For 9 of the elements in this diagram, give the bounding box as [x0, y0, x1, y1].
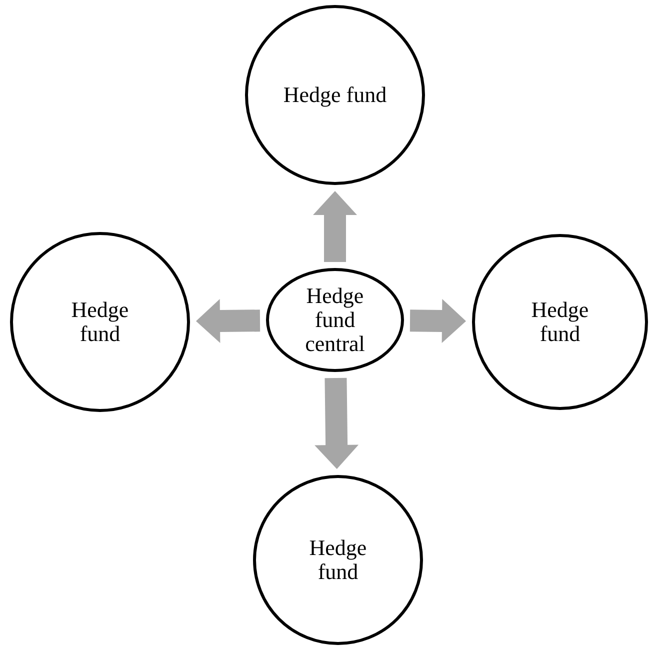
block-arrow	[410, 298, 466, 343]
node-label: Hedge fund	[283, 83, 387, 107]
block-arrow	[314, 378, 359, 469]
block-arrow	[196, 298, 260, 343]
block-arrow	[313, 191, 357, 262]
node-label: Hedge fund central	[304, 284, 366, 356]
node-label: Hedge fund	[70, 298, 130, 346]
node-label: Hedge fund	[530, 298, 590, 346]
node-label: Hedge fund	[308, 536, 368, 584]
